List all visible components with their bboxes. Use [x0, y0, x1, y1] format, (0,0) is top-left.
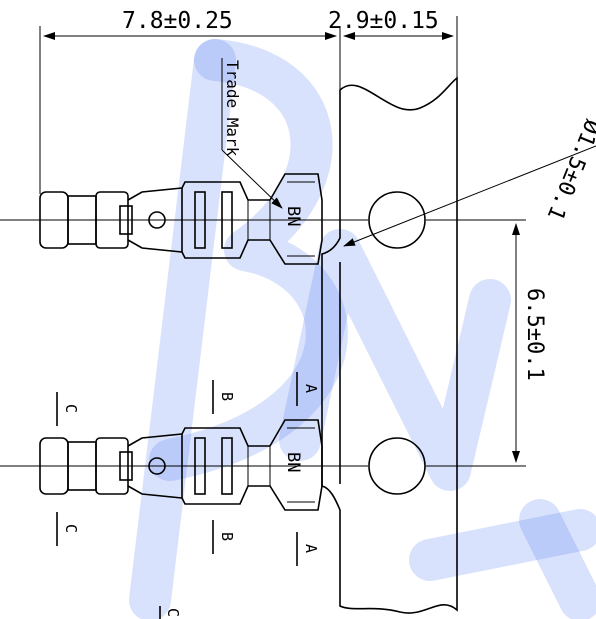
section-label-c-bottom: C [164, 608, 182, 617]
dimension-pitch: 6.5±0.1 [522, 288, 547, 381]
section-label-b-upper: B [218, 392, 236, 401]
pilot-hole-lower [368, 437, 426, 495]
terminal-lower [39, 419, 323, 511]
trade-mark-leader [221, 149, 283, 209]
dimension-offset: 2.9±0.15 [328, 8, 439, 34]
pitch-dimension [426, 219, 526, 467]
section-label-b-lower: B [218, 532, 236, 541]
terminal-upper [39, 173, 323, 265]
section-marks [56, 372, 298, 619]
pilot-hole-upper [368, 191, 426, 249]
brand-mark-upper: BN [283, 206, 303, 226]
hole-leader [343, 145, 596, 247]
carrier-strip [321, 76, 458, 614]
top-dimensions [39, 16, 458, 194]
dimension-hole: Ø1.5±0.1 [542, 116, 596, 224]
brand-mark-lower: BN [283, 452, 303, 472]
watermark-logo [129, 39, 596, 619]
section-label-c-upper: C [62, 404, 80, 413]
section-label-a-upper: A [302, 384, 320, 393]
section-label-c-lower: C [62, 524, 80, 533]
dimension-length: 7.8±0.25 [122, 8, 233, 34]
trade-mark-label: Trade Mark [223, 60, 242, 157]
section-label-a-lower: A [302, 544, 320, 553]
